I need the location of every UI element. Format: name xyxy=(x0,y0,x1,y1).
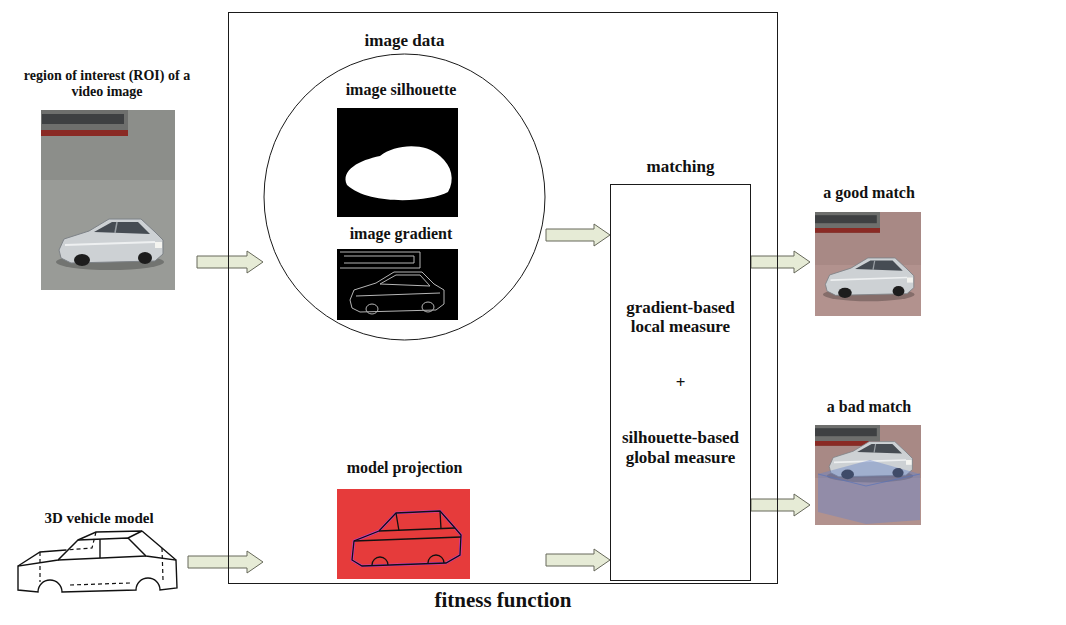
gradient-image xyxy=(366,304,378,314)
gradient-image xyxy=(350,272,444,312)
good-match-photo xyxy=(815,212,921,316)
node-label: matching xyxy=(611,157,750,177)
model-projection-image xyxy=(352,511,461,566)
bad-match-photo xyxy=(818,460,920,524)
flow-arrow xyxy=(546,549,610,571)
vehicle-wireframe xyxy=(18,538,177,592)
model-projection-image xyxy=(396,513,399,531)
text-stack: image data xyxy=(263,29,546,51)
node-label: region of interest (ROI) of a video imag… xyxy=(17,68,197,100)
model-projection-image xyxy=(337,489,470,579)
node-label: 3D vehicle model xyxy=(44,510,153,527)
text-stack: a bad match xyxy=(810,396,928,416)
roi-photo xyxy=(41,180,175,290)
model-projection-image xyxy=(428,555,444,563)
roi-photo xyxy=(56,219,164,270)
node-label: image silhouette xyxy=(346,81,457,99)
model-projection-image xyxy=(440,511,441,529)
model-projection-image xyxy=(372,557,388,565)
vehicle-wireframe xyxy=(18,531,177,592)
model-panel: 3D vehicle model xyxy=(10,508,188,613)
flow-arrow xyxy=(197,251,263,273)
image-panel: image silhouette xyxy=(328,79,474,221)
vehicle-wireframe xyxy=(142,531,176,560)
gradient-image xyxy=(340,252,420,268)
gradient-image xyxy=(337,249,458,320)
result-panel: a good match xyxy=(810,182,928,320)
text-stack: 3D vehicle model xyxy=(10,508,188,527)
gradient-image xyxy=(337,249,458,320)
node-label: model projection xyxy=(347,459,463,477)
node-label: fitness function xyxy=(434,588,571,612)
flow-arrow xyxy=(188,551,263,573)
node-label: a good match xyxy=(823,184,915,202)
roi-photo xyxy=(41,110,128,136)
good-match-photo xyxy=(823,258,915,301)
ellipse-outline xyxy=(263,29,546,341)
gradient-image xyxy=(380,275,430,286)
node-label: image data xyxy=(365,31,445,51)
gradient-image xyxy=(344,256,414,263)
text-stack: image gradient xyxy=(328,223,474,243)
node-label: image gradient xyxy=(350,225,453,243)
flow-arrow xyxy=(546,224,610,246)
model-projection-image xyxy=(379,528,455,531)
vehicle-wireframe xyxy=(39,552,40,582)
roi-photo xyxy=(41,110,175,290)
process-box: matchinggradient-based local measure+sil… xyxy=(610,184,751,581)
image-panel: model projection xyxy=(263,457,546,583)
vehicle-wireframe xyxy=(99,539,100,558)
flow-arrow xyxy=(751,251,810,273)
measure-text: + xyxy=(676,373,686,393)
data-ellipse: image data image silhouette image gradient xyxy=(263,29,546,341)
vehicle-wireframe xyxy=(162,548,163,580)
silhouette-image xyxy=(337,108,458,217)
vehicle-wireframe xyxy=(66,532,96,550)
vehicle-wireframe xyxy=(40,532,163,585)
text-stack: model projection xyxy=(263,457,546,477)
model-projection-image xyxy=(352,511,461,566)
image-panel: region of interest (ROI) of a video imag… xyxy=(17,66,197,292)
text-stack: matchinggradient-based local measure+sil… xyxy=(611,185,750,580)
silhouette-image xyxy=(337,108,458,217)
function-frame: fitness functionimage dataimage silhouet… xyxy=(228,12,778,584)
text-stack: region of interest (ROI) of a video imag… xyxy=(17,66,197,100)
text-stack: fitness function xyxy=(229,588,777,612)
text-stack: image silhouette xyxy=(328,79,474,99)
result-panel: a bad match xyxy=(810,396,928,528)
ellipse-outline xyxy=(264,54,545,340)
flow-arrow xyxy=(751,494,810,516)
node-label: a bad match xyxy=(827,398,911,416)
vehicle-wireframe xyxy=(58,556,146,560)
roi-photo xyxy=(41,110,175,290)
measure-text: silhouette-based global measure xyxy=(615,428,746,467)
measure-text: gradient-based local measure xyxy=(615,298,746,337)
bad-match-photo xyxy=(818,474,920,486)
text-stack: a good match xyxy=(810,182,928,202)
model-projection-image xyxy=(337,489,470,579)
gradient-image xyxy=(422,302,434,312)
gradient-image xyxy=(356,293,440,296)
vehicle-wireframe xyxy=(18,550,66,566)
vehicle-wireframe xyxy=(18,531,177,592)
model-projection-image xyxy=(352,511,461,566)
model-projection-image xyxy=(354,537,461,541)
vehicle-wireframe xyxy=(70,583,130,585)
image-panel: image gradient xyxy=(328,223,474,323)
bad-match-photo xyxy=(815,425,921,525)
good-match-photo xyxy=(815,212,880,233)
silhouette-image xyxy=(346,146,452,200)
gradient-image xyxy=(340,252,444,314)
vehicle-wireframe xyxy=(78,531,142,540)
